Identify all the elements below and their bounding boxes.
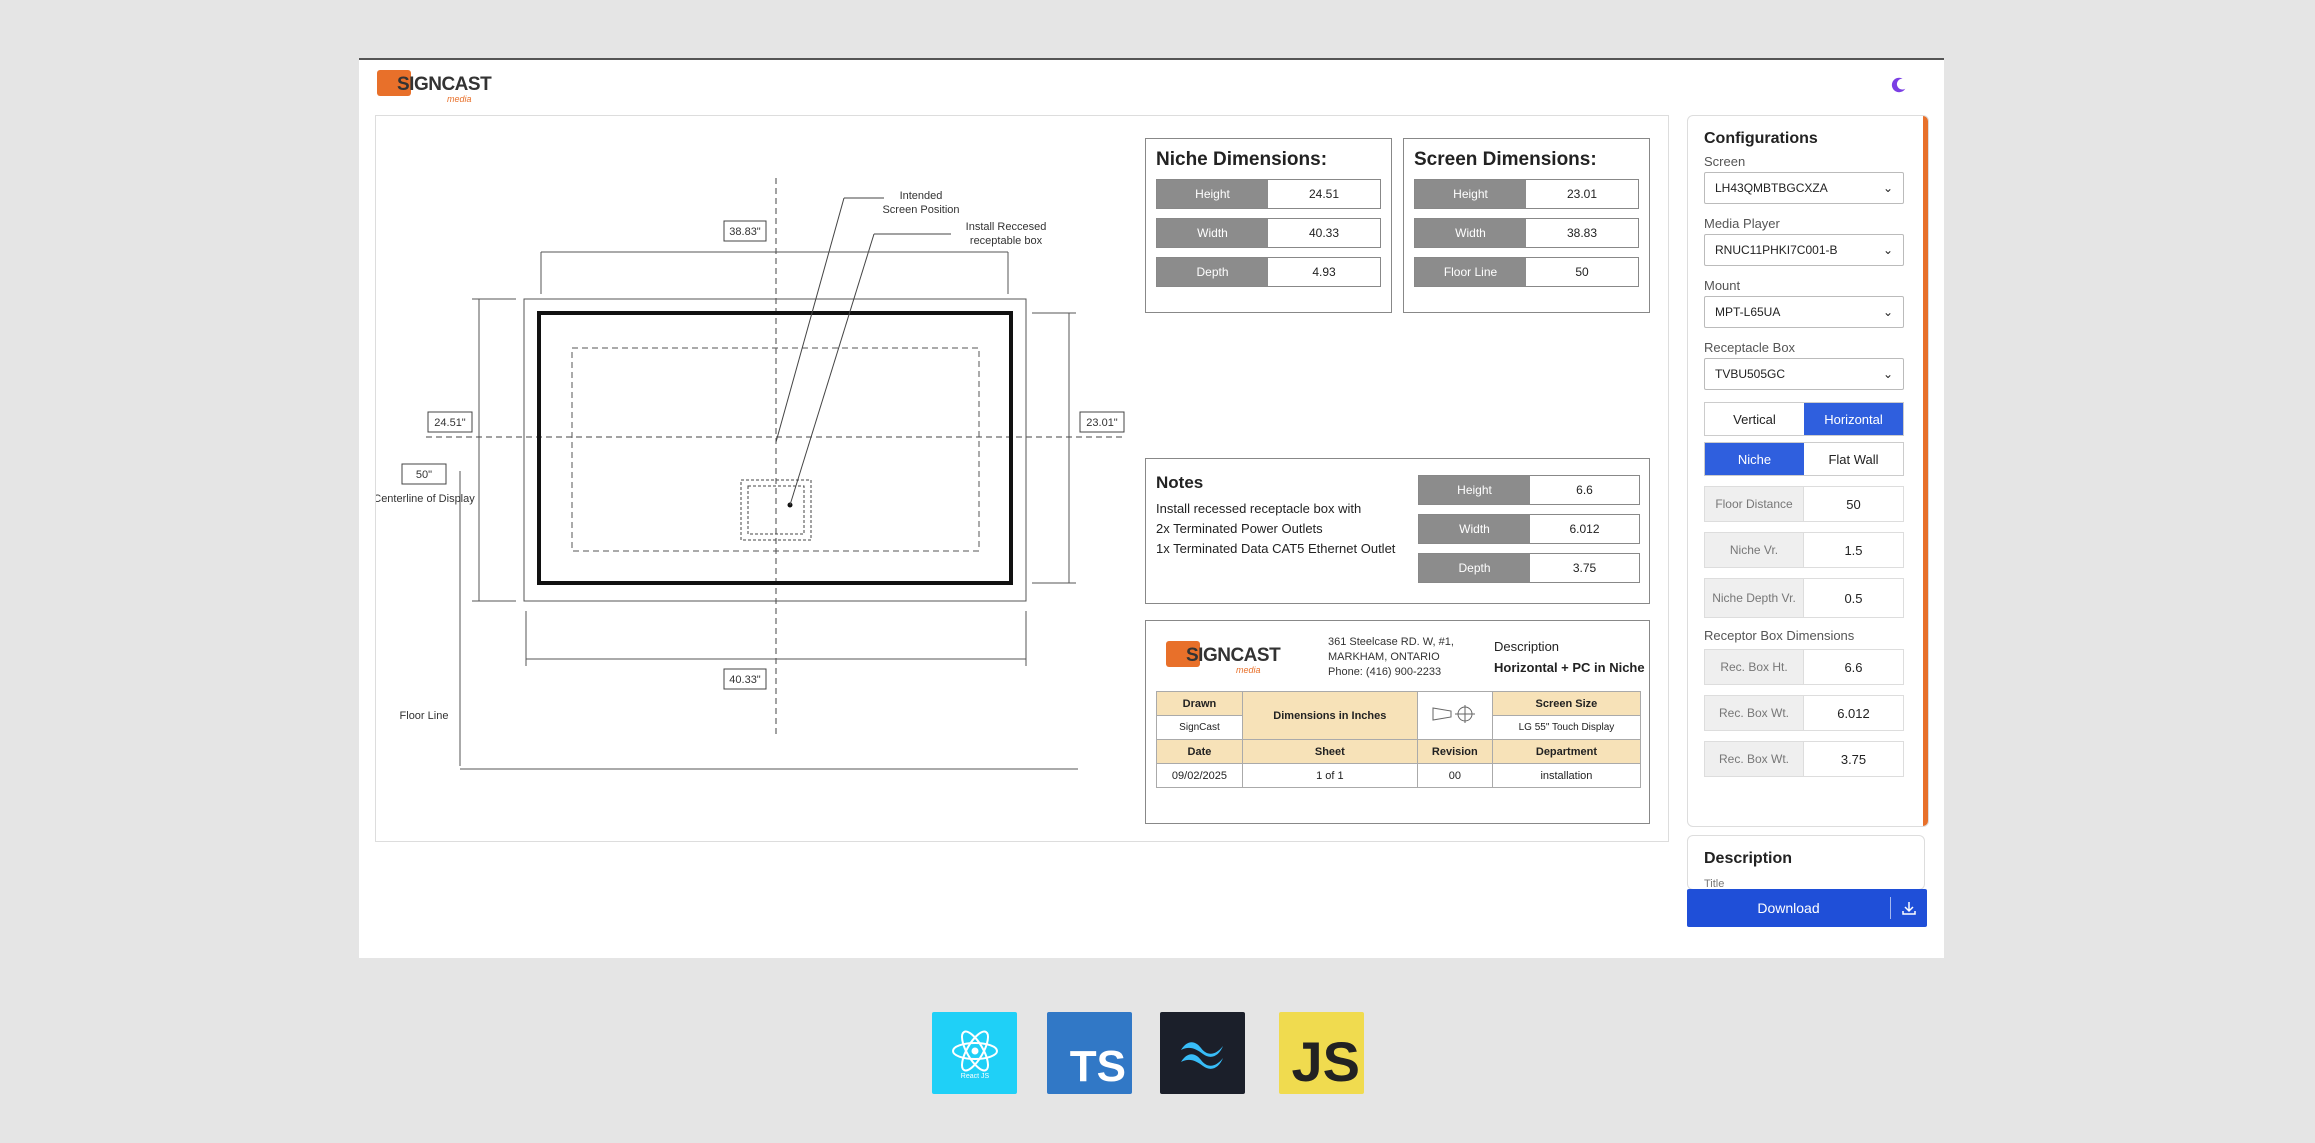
app-window: SIGNCAST media bbox=[359, 58, 1944, 958]
media-player-select[interactable]: RNUC11PHKI7C001-B⌄ bbox=[1704, 234, 1904, 266]
notes-line: 1x Terminated Data CAT5 Ethernet Outlet bbox=[1156, 541, 1396, 556]
mount-select[interactable]: MPT-L65UA⌄ bbox=[1704, 296, 1904, 328]
callout-recessed-2: receptable box bbox=[970, 235, 1043, 247]
receptor-section-label: Receptor Box Dimensions bbox=[1704, 628, 1855, 643]
install-toggle: Niche Flat Wall bbox=[1704, 442, 1904, 476]
callout-intended-1: Intended bbox=[900, 190, 943, 202]
left-height-label: 24.51" bbox=[434, 417, 466, 429]
config-panel: Configurations Screen LH43QMBTBGCXZA⌄ Me… bbox=[1687, 115, 1929, 905]
receptacle-select[interactable]: TVBU505GC⌄ bbox=[1704, 358, 1904, 390]
niche-button[interactable]: Niche bbox=[1705, 443, 1804, 475]
title-block-grid: Drawn Dimensions in Inches Screen Size S… bbox=[1156, 691, 1642, 788]
rec-height-field: Rec. Box Ht.6.6 bbox=[1704, 649, 1904, 685]
company-address: 361 Steelcase RD. W, #1, MARKHAM, ONTARI… bbox=[1328, 636, 1454, 678]
screen-select[interactable]: LH43QMBTBGCXZA⌄ bbox=[1704, 172, 1904, 204]
logo-tagline: media bbox=[447, 94, 472, 104]
niche-vr-field: Niche Vr.1.5 bbox=[1704, 532, 1904, 568]
niche-depth-field: Niche Depth Vr.0.5 bbox=[1704, 578, 1904, 618]
logo-mark-icon bbox=[377, 70, 411, 96]
right-height-label: 23.01" bbox=[1086, 417, 1118, 429]
description-title: Description bbox=[1704, 850, 1793, 867]
logo-text: SIGNCAST bbox=[397, 74, 492, 95]
bottom-width-label: 40.33" bbox=[729, 674, 761, 686]
orientation-toggle: Vertical Horizontal bbox=[1704, 402, 1904, 436]
rec-width-field: Rec. Box Wt.6.012 bbox=[1704, 695, 1904, 731]
horizontal-button[interactable]: Horizontal bbox=[1804, 403, 1903, 435]
chevron-down-icon: ⌄ bbox=[1882, 367, 1893, 381]
notes-line: 2x Terminated Power Outlets bbox=[1156, 521, 1323, 536]
description-card: Description Title bbox=[1687, 835, 1925, 890]
technical-drawing: 38.83" 40.33" 24.51" 23.01" 50" Cen bbox=[376, 178, 1126, 770]
config-title: Configurations bbox=[1704, 130, 1818, 147]
rec-depth-field: Rec. Box Wt.3.75 bbox=[1704, 741, 1904, 777]
download-label: Download bbox=[1757, 900, 1820, 916]
config-scrollbar[interactable] bbox=[1923, 116, 1928, 826]
screen-title: Screen Dimensions: bbox=[1414, 149, 1597, 170]
tailwind-logo-icon bbox=[1160, 1012, 1245, 1094]
typescript-logo-icon: TS bbox=[1047, 1012, 1132, 1094]
svg-text:React JS: React JS bbox=[960, 1073, 989, 1080]
centerline-label: Centerline of Display bbox=[376, 493, 475, 505]
callout-recessed-1: Install Reccesed bbox=[966, 221, 1047, 233]
title-block-description: Description Horizontal + PC in Niche bbox=[1494, 639, 1645, 675]
chevron-down-icon: ⌄ bbox=[1882, 305, 1893, 319]
configurations-card: Configurations Screen LH43QMBTBGCXZA⌄ Me… bbox=[1687, 115, 1929, 827]
svg-text:Centerline of Display: Centerline of Display bbox=[376, 493, 475, 505]
top-width-label: 38.83" bbox=[729, 226, 761, 238]
drawing-canvas: 38.83" 40.33" 24.51" 23.01" 50" Cen bbox=[375, 115, 1669, 842]
moon-icon[interactable] bbox=[1890, 76, 1908, 94]
title-block: SIGNCAST media 361 Steelcase RD. W, #1, … bbox=[1145, 620, 1650, 824]
signcast-logo: SIGNCAST media bbox=[377, 68, 492, 108]
chevron-down-icon: ⌄ bbox=[1882, 181, 1893, 195]
screen-symbol-icon bbox=[1416, 691, 1493, 740]
niche-title: Niche Dimensions: bbox=[1156, 149, 1328, 170]
react-logo-icon: React JS bbox=[932, 1012, 1017, 1094]
notes-line: Install recessed receptacle box with bbox=[1156, 501, 1362, 516]
callout-intended-2: Screen Position bbox=[882, 204, 959, 216]
floor-distance-label: 50" bbox=[416, 469, 432, 481]
vertical-button[interactable]: Vertical bbox=[1733, 411, 1776, 427]
logo-mark-icon bbox=[1166, 641, 1200, 667]
download-icon bbox=[1891, 900, 1927, 916]
download-button[interactable]: Download bbox=[1687, 889, 1927, 927]
chevron-down-icon: ⌄ bbox=[1882, 243, 1893, 257]
floor-line-label: Floor Line bbox=[400, 710, 449, 722]
notes-title: Notes bbox=[1156, 473, 1204, 492]
title-block-logo: SIGNCAST media bbox=[1166, 639, 1281, 679]
notes-card: Notes Install recessed receptacle box wi… bbox=[1145, 458, 1650, 604]
javascript-logo-icon: JS bbox=[1279, 1012, 1364, 1094]
description-field-label: Title bbox=[1704, 878, 1725, 890]
flat-wall-button[interactable]: Flat Wall bbox=[1828, 451, 1879, 467]
